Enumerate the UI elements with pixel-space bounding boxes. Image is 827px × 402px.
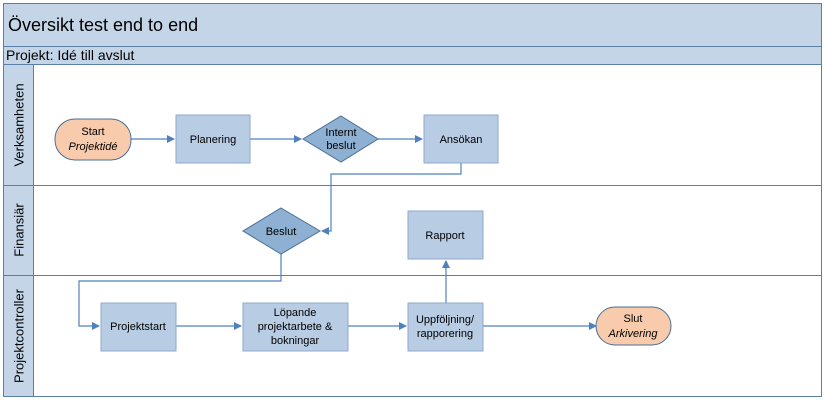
- lopande-label-2: projektarbete &: [258, 321, 333, 333]
- process-projektstart: Projektstart: [100, 302, 177, 352]
- slut-label: Slut: [624, 313, 643, 325]
- uppfoljning-label-1: Uppföljning/: [416, 314, 475, 326]
- lane-header-verksamheten: Verksamheten: [4, 65, 34, 185]
- process-uppfoljning: Uppföljning/ rapporering: [407, 302, 484, 352]
- diagram-subtitle: Projekt: Idé till avslut: [6, 47, 135, 63]
- rapport-label: Rapport: [425, 230, 464, 242]
- process-planering: Planering: [175, 114, 251, 164]
- slut-sublabel: Arkivering: [608, 328, 659, 340]
- ansokan-label: Ansökan: [440, 134, 483, 146]
- subtitle-bar: Projekt: Idé till avslut: [4, 47, 821, 65]
- start-sublabel: Projektidé: [69, 141, 118, 153]
- connector-ansokan-beslut: [321, 163, 462, 235]
- lane-separator: [4, 275, 821, 276]
- uppfoljning-label-2: rapporering: [417, 328, 473, 340]
- lopande-label-1: Löpande: [274, 307, 317, 319]
- diagram-title: Översikt test end to end: [8, 15, 199, 35]
- connector-beslut-projektstart: [78, 253, 282, 330]
- lopande-label-3: bokningar: [271, 335, 320, 347]
- decision-internt-beslut: Internt beslut: [302, 115, 379, 163]
- process-lopande-projektarbete: Löpande projektarbete & bokningar: [242, 302, 349, 352]
- start-label: Start: [81, 126, 104, 138]
- diagram-frame: [3, 3, 822, 397]
- decision-beslut: Beslut: [242, 207, 321, 255]
- end-terminal: Slut Arkivering: [595, 306, 672, 346]
- planering-label: Planering: [190, 134, 236, 146]
- internt-beslut-label: Internt: [325, 127, 356, 139]
- projektstart-label: Projektstart: [110, 321, 166, 333]
- lane-separator: [4, 185, 821, 186]
- start-terminal: Start Projektidé: [54, 118, 132, 161]
- process-rapport: Rapport: [407, 210, 484, 260]
- lane-header-projektcontroller: Projektcontroller: [4, 275, 34, 396]
- process-ansokan: Ansökan: [423, 114, 499, 164]
- internt-beslut-label-2: beslut: [326, 140, 355, 152]
- title-bar: Översikt test end to end: [4, 4, 821, 47]
- beslut-label: Beslut: [266, 226, 297, 238]
- lane-header-finansiar: Finansiär: [4, 185, 34, 275]
